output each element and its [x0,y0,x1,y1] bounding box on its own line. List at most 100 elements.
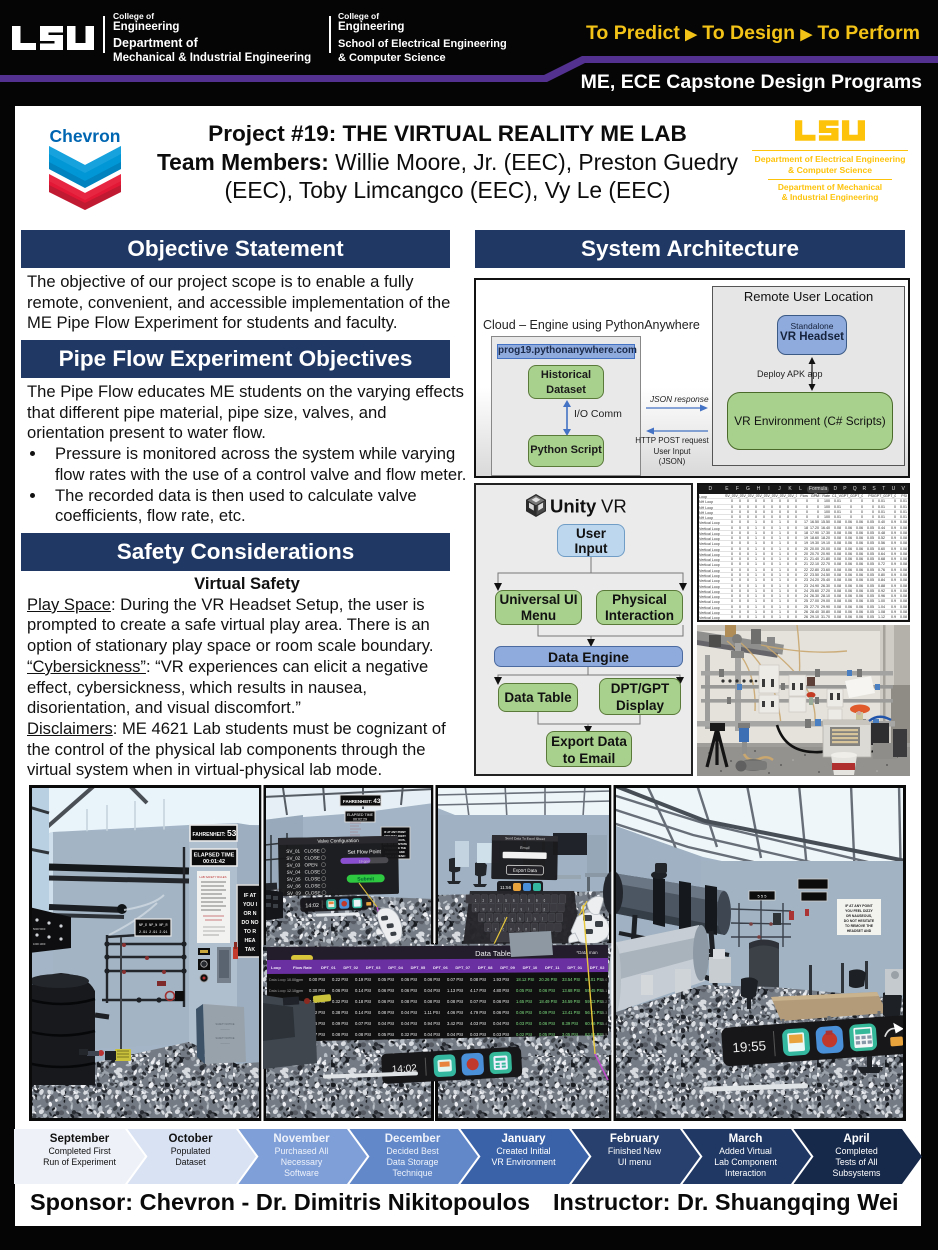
svg-text:TO R: TO R [244,929,257,935]
svg-text:DPT_01: DPT_01 [567,965,582,970]
svg-text:i: i [528,906,529,912]
svg-text:0.00 PSI: 0.00 PSI [309,977,325,982]
svg-text:3.05 PSI: 3.05 PSI [562,1032,578,1037]
svg-text:0.03 PSI: 0.03 PSI [493,1032,509,1037]
svg-text:HEADSET AND: HEADSET AND [847,929,872,933]
svg-text:0.05 PSI: 0.05 PSI [378,1032,394,1037]
svg-text:DPT_02: DPT_02 [343,965,358,970]
svg-text:YOU I: YOU I [243,902,258,908]
svg-text:3.42 PSI: 3.42 PSI [447,1021,463,1026]
svg-text:TAK: TAK [245,947,256,953]
svg-text:2.91 2.91 2.91: 2.91 2.91 2.91 [139,931,168,935]
svg-text:m: m [533,925,536,931]
svg-text:0.30 PSI: 0.30 PSI [309,988,325,993]
svg-text:OPEN: OPEN [304,862,317,867]
svg-text:-4.0: -4.0 [601,978,607,982]
svg-text:p: p [544,906,546,912]
svg-text:18.12 PSI: 18.12 PSI [516,977,534,982]
svg-text:5000 5000: 5000 5000 [33,927,46,931]
svg-text:0.08 PSI: 0.08 PSI [378,1010,394,1015]
svg-text:Valve Configuration: Valve Configuration [317,838,359,845]
svg-text:DPT_03: DPT_03 [366,965,381,970]
svg-text:1: 1 [475,897,477,903]
svg-text:DPT_07: DPT_07 [455,965,470,970]
svg-text:0.02 PSI: 0.02 PSI [516,1032,532,1037]
svg-text:13.68 PSI: 13.68 PSI [562,988,580,993]
svg-text:11:56: 11:56 [500,885,512,890]
svg-text:0.05 PSI: 0.05 PSI [516,988,532,993]
svg-text:Set Flow Point: Set Flow Point [347,849,381,856]
svg-text:IF AT ANY POINT: IF AT ANY POINT [384,830,406,834]
svg-text:0.06 PSI: 0.06 PSI [401,977,417,982]
svg-text:3: 3 [490,897,492,903]
svg-text:_______: _______ [219,1027,230,1030]
svg-text:l: l [542,916,543,922]
svg-text:-4.1: -4.1 [601,989,607,993]
svg-text:FAHRENHEIT: 53: FAHRENHEIT: 53 [193,828,237,838]
svg-text:YOU FEEL DIZZY: YOU FEEL DIZZY [845,909,873,913]
svg-text:DPT_09: DPT_09 [500,965,515,970]
svg-text:0.05 PSI: 0.05 PSI [378,977,394,982]
svg-text:SV_04: SV_04 [287,870,301,875]
svg-text:Flow Rate: Flow Rate [293,965,313,970]
svg-text:4.79 PSI: 4.79 PSI [470,1010,486,1015]
svg-text:Data Loop: Data Loop [269,978,286,982]
svg-text:0.14 PSI: 0.14 PSI [355,988,371,993]
svg-text:DPT_05: DPT_05 [411,965,426,970]
svg-text:0.06 PSI: 0.06 PSI [539,988,555,993]
svg-text:0.06 PSI: 0.06 PSI [401,988,417,993]
svg-text:5: 5 [505,897,507,903]
svg-text:7: 7 [521,897,523,903]
svg-text:r: r [498,906,499,912]
svg-text:1000 1000: 1000 1000 [33,942,46,946]
svg-text:0.06 PSI: 0.06 PSI [539,1021,555,1026]
svg-text:0.18 PSI: 0.18 PSI [355,999,371,1004]
svg-text:SV_05: SV_05 [287,877,301,882]
svg-text:33.54 PSI: 33.54 PSI [562,977,580,982]
svg-text:-4.3: -4.3 [601,1011,607,1015]
svg-text:34.59 PSI: 34.59 PSI [562,999,580,1004]
svg-text:5 5 5: 5 5 5 [758,894,768,899]
svg-text:0.04 PSI: 0.04 PSI [424,988,440,993]
svg-text:0.04 PSI: 0.04 PSI [493,1021,509,1026]
svg-text:k: k [535,916,536,922]
svg-text:0.04 PSI: 0.04 PSI [447,1032,463,1037]
svg-text:SV_01: SV_01 [286,849,300,854]
svg-text:0.08 PSI: 0.08 PSI [470,977,486,982]
svg-text:0.06 PSI: 0.06 PSI [493,1010,509,1015]
svg-text:1.13 PSI: 1.13 PSI [447,988,463,993]
svg-text:0.06 PSI: 0.06 PSI [309,1021,325,1026]
svg-text:1.11 PSI: 1.11 PSI [424,1010,440,1015]
svg-text:0.08 PSI: 0.08 PSI [401,999,417,1004]
svg-text:SV_09: SV_09 [287,891,301,896]
svg-text:f: f [504,916,505,922]
svg-text:FAHRENHEIT: 43: FAHRENHEIT: 43 [343,798,381,805]
svg-text:0.03 PSI: 0.03 PSI [470,1032,486,1037]
svg-text:0.22 PSI: 0.22 PSI [332,977,348,982]
svg-text:1.65 PSI: 1.65 PSI [516,999,532,1004]
svg-text:a: a [481,916,483,922]
svg-text:Unity: Unity [550,496,597,517]
svg-text:6: 6 [513,897,515,903]
svg-text:0.08 PSI: 0.08 PSI [355,1032,371,1037]
svg-text:1.93 PSI: 1.93 PSI [493,977,509,982]
svg-text:IF AT: IF AT [244,893,257,899]
svg-text:DPT_10: DPT_10 [523,965,538,970]
svg-text:Submit: Submit [357,876,374,882]
svg-text:0.38 PSI: 0.38 PSI [332,1010,348,1015]
svg-text:0.32 PSI: 0.32 PSI [309,1010,325,1015]
svg-text:SV_03: SV_03 [286,863,300,868]
svg-text:0.03 PSI: 0.03 PSI [516,1021,532,1026]
svg-text:00:01:42: 00:01:42 [203,859,225,865]
svg-text:18.49 PSI: 18.49 PSI [539,999,557,1004]
svg-text:9: 9 [536,897,538,903]
svg-text:c: c [503,925,504,931]
svg-text:h: h [519,916,521,922]
svg-text:IF AT ANY POINT: IF AT ANY POINT [845,904,873,908]
svg-text:HEA: HEA [245,938,256,944]
svg-text:8.39 PSI: 8.39 PSI [562,1021,578,1026]
svg-text:CLOSE: CLOSE [305,883,321,888]
svg-text:OR N: OR N [244,911,257,917]
svg-text:10.00gpm: 10.00gpm [287,978,303,982]
svg-text:ELAPSED TIME: ELAPSED TIME [347,813,374,817]
